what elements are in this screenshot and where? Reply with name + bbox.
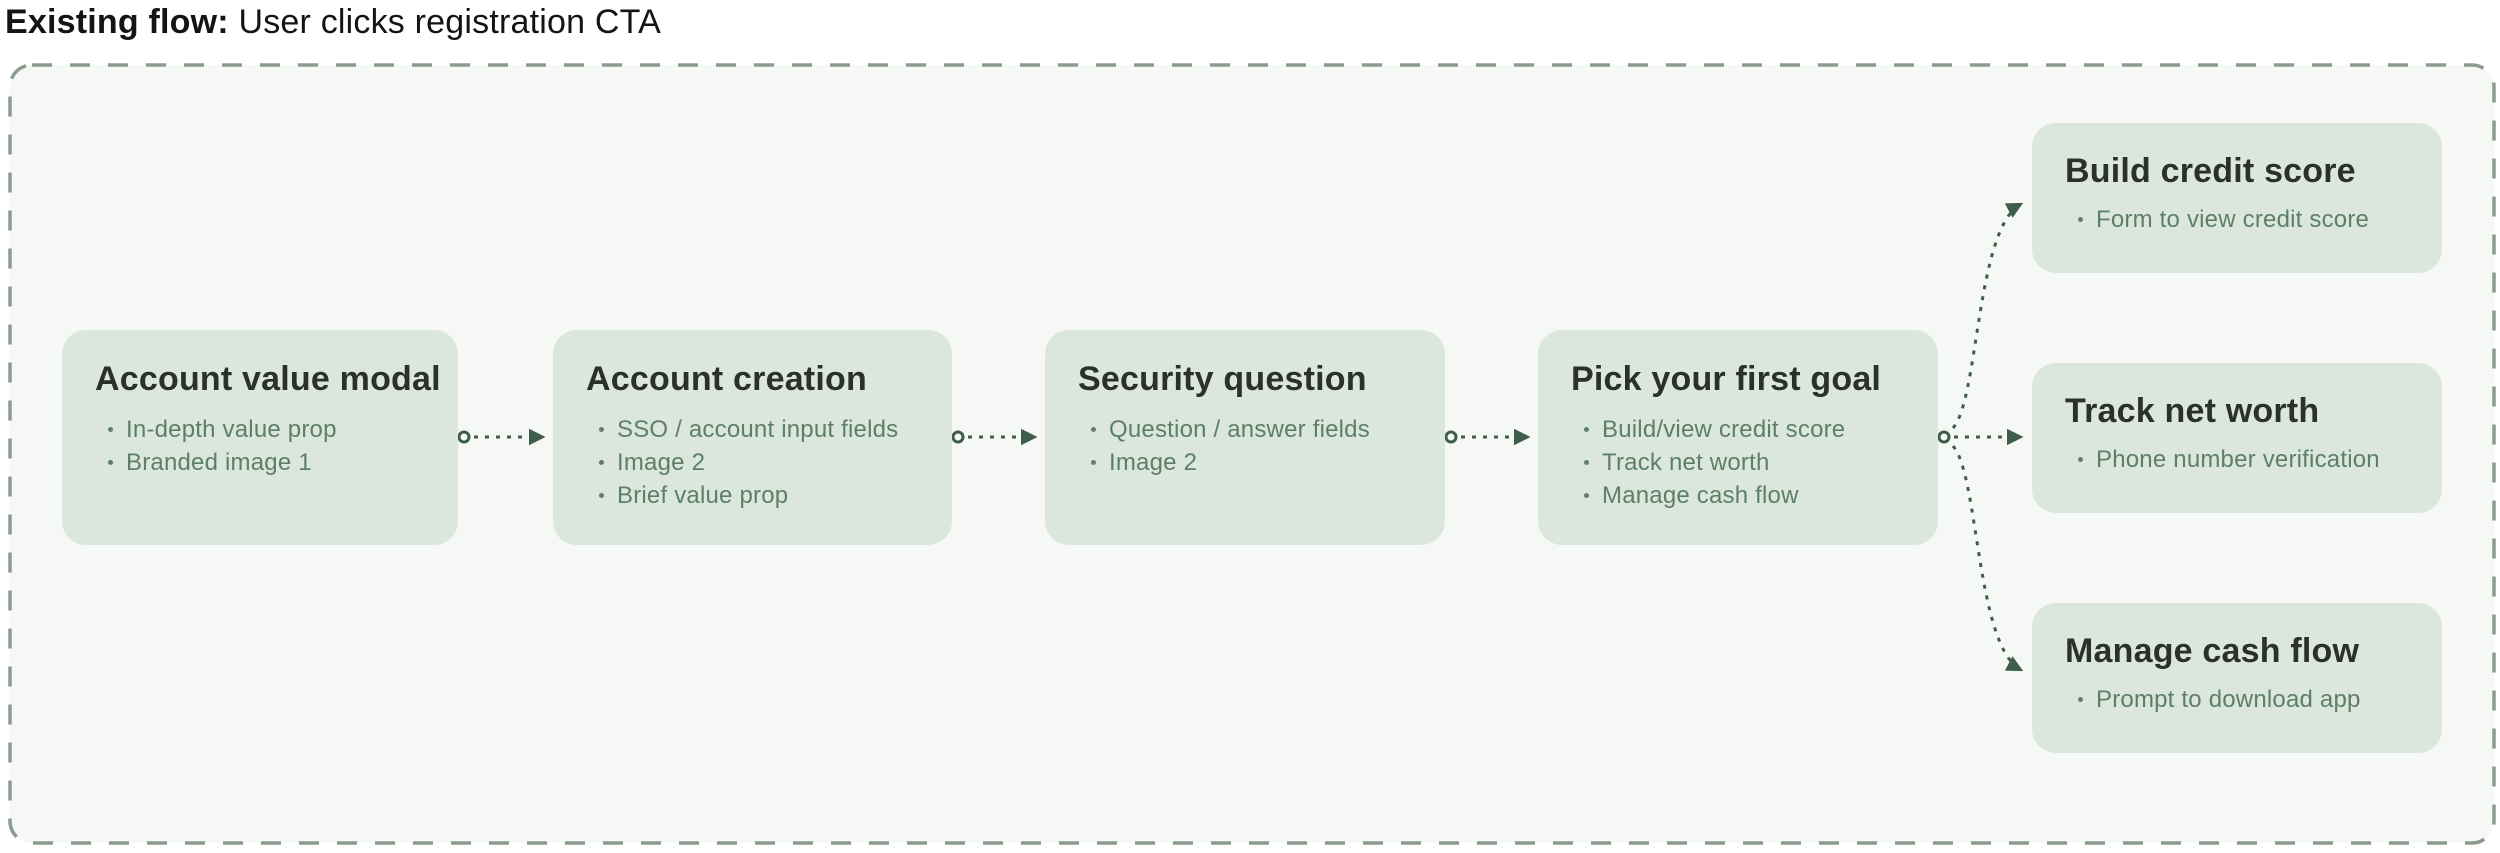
bullet-item: Image 2 xyxy=(599,446,932,479)
node-bullets: Phone number verification xyxy=(2065,443,2422,476)
bullet-item: SSO / account input fields xyxy=(599,413,932,446)
node-title: Account creation xyxy=(586,360,867,398)
flow-node-security-question[interactable]: Security question Question / answer fiel… xyxy=(1045,330,1445,545)
bullet-text: Brief value prop xyxy=(617,481,789,509)
page-title-prefix: Existing flow: xyxy=(5,3,229,41)
bullet-dot xyxy=(599,427,604,432)
bullet-dot xyxy=(2078,217,2083,222)
bullet-item: Prompt to download app xyxy=(2078,683,2422,716)
bullet-text: Track net worth xyxy=(1602,448,1770,476)
bullet-text: In-depth value prop xyxy=(126,415,337,443)
bullet-dot xyxy=(108,460,113,465)
bullet-item: Question / answer fields xyxy=(1091,413,1425,446)
node-title: Pick your first goal xyxy=(1571,360,1882,398)
flow-node-account-value-modal[interactable]: Account value modal In-depth value prop … xyxy=(62,330,458,545)
bullet-item: Branded image 1 xyxy=(108,446,438,479)
bullet-item: Image 2 xyxy=(1091,446,1425,479)
node-title: Build credit score xyxy=(2065,152,2356,190)
bullet-dot xyxy=(599,493,604,498)
bullet-text: Question / answer fields xyxy=(1109,415,1370,443)
bullet-text: Branded image 1 xyxy=(126,448,312,476)
node-bullets: In-depth value prop Branded image 1 xyxy=(95,413,438,479)
flow-node-pick-your-first-goal[interactable]: Pick your first goal Build/view credit s… xyxy=(1538,330,1938,545)
bullet-text: SSO / account input fields xyxy=(617,415,899,443)
bullet-item: Build/view credit score xyxy=(1584,413,1918,446)
bullet-dot xyxy=(1091,460,1096,465)
node-title: Manage cash flow xyxy=(2065,632,2360,670)
connector-2-start-circle xyxy=(951,430,965,444)
node-bullets: Question / answer fields Image 2 xyxy=(1078,413,1425,479)
bullet-item: Track net worth xyxy=(1584,446,1918,479)
bullet-dot xyxy=(599,460,604,465)
connector-fan-start-circle xyxy=(1937,430,1951,444)
node-bullets: Prompt to download app xyxy=(2065,683,2422,716)
node-title: Account value modal xyxy=(95,360,441,398)
bullet-item: Phone number verification xyxy=(2078,443,2422,476)
bullet-dot xyxy=(2078,697,2083,702)
bullet-item: Form to view credit score xyxy=(2078,203,2422,236)
bullet-text: Manage cash flow xyxy=(1602,481,1799,509)
bullet-text: Form to view credit score xyxy=(2096,205,2370,233)
connector-3-start-circle xyxy=(1444,430,1458,444)
node-bullets: Form to view credit score xyxy=(2065,203,2422,236)
bullet-item: Brief value prop xyxy=(599,479,932,512)
node-title: Track net worth xyxy=(2065,392,2320,430)
bullet-item: In-depth value prop xyxy=(108,413,438,446)
bullet-dot xyxy=(1584,460,1589,465)
bullet-text: Image 2 xyxy=(617,448,706,476)
node-bullets: SSO / account input fields Image 2 Brief… xyxy=(586,413,932,512)
connector-1-start-circle xyxy=(457,430,471,444)
flow-node-track-net-worth[interactable]: Track net worth Phone number verificatio… xyxy=(2032,363,2442,513)
flow-node-account-creation[interactable]: Account creation SSO / account input fie… xyxy=(553,330,952,545)
page-title: Existing flow: User clicks registration … xyxy=(5,0,661,44)
flow-node-manage-cash-flow[interactable]: Manage cash flow Prompt to download app xyxy=(2032,603,2442,753)
flow-node-build-credit-score[interactable]: Build credit score Form to view credit s… xyxy=(2032,123,2442,273)
bullet-text: Build/view credit score xyxy=(1602,415,1846,443)
bullet-dot xyxy=(1091,427,1096,432)
bullet-text: Phone number verification xyxy=(2096,445,2380,473)
node-bullets: Build/view credit score Track net worth … xyxy=(1571,413,1918,512)
bullet-text: Image 2 xyxy=(1109,448,1198,476)
bullet-dot xyxy=(2078,457,2083,462)
bullet-dot xyxy=(1584,493,1589,498)
page-title-text: User clicks registration CTA xyxy=(228,3,661,41)
bullet-dot xyxy=(1584,427,1589,432)
bullet-dot xyxy=(108,427,113,432)
bullet-text: Prompt to download app xyxy=(2096,685,2361,713)
bullet-item: Manage cash flow xyxy=(1584,479,1918,512)
node-title: Security question xyxy=(1078,360,1367,398)
